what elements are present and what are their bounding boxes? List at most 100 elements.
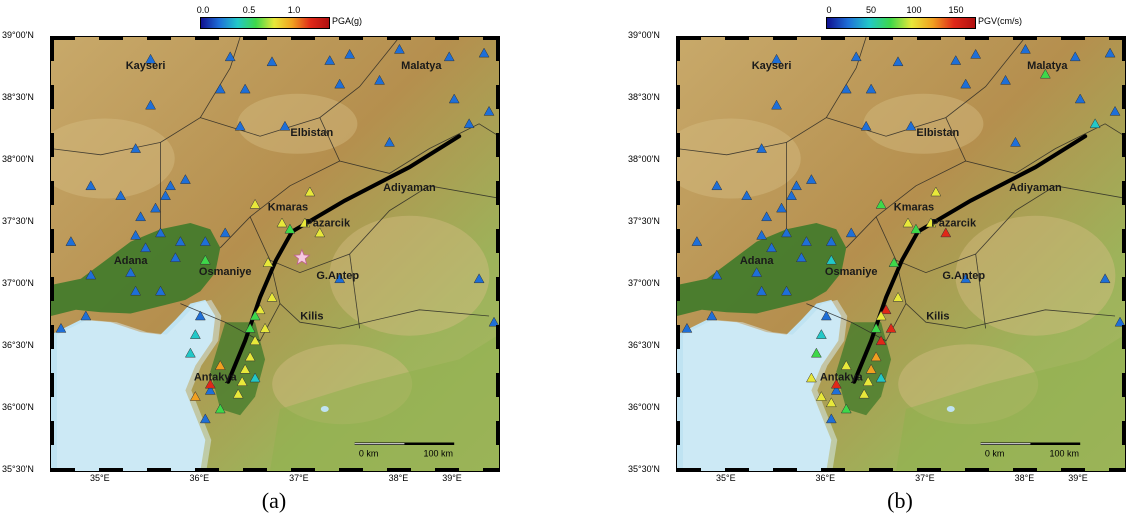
station-marker bbox=[845, 227, 857, 238]
lat-tick-label: 35°30'N bbox=[2, 464, 34, 474]
city-label: Elbistan bbox=[916, 127, 959, 139]
station-marker bbox=[85, 180, 97, 191]
station-marker bbox=[299, 217, 311, 228]
frame-tick bbox=[1122, 373, 1125, 397]
city-label: Adiyaman bbox=[1009, 182, 1062, 194]
scale-bar-label: 100 km bbox=[423, 449, 453, 459]
frame-tick bbox=[869, 468, 893, 471]
station-marker bbox=[796, 252, 807, 262]
lowland-area bbox=[270, 334, 499, 471]
frame-tick bbox=[677, 468, 701, 471]
station-marker bbox=[1099, 273, 1111, 284]
frame-tick bbox=[773, 468, 797, 471]
sea-shade bbox=[56, 299, 222, 471]
lat-tick-label: 39°00'N bbox=[2, 30, 34, 40]
frame-tick bbox=[243, 37, 267, 40]
station-marker bbox=[875, 310, 887, 321]
frame-tick bbox=[483, 37, 499, 40]
station-marker bbox=[756, 229, 768, 240]
colorbar-unit: PGV(cm/s) bbox=[978, 16, 1022, 26]
frame-tick bbox=[677, 325, 680, 349]
station-marker bbox=[130, 229, 142, 240]
station-marker bbox=[830, 384, 842, 395]
province-border bbox=[895, 260, 1116, 329]
lowland-area bbox=[896, 334, 1125, 471]
frame-tick bbox=[917, 37, 941, 40]
lat-tick-label: 35°30'N bbox=[628, 464, 660, 474]
station-marker bbox=[443, 51, 455, 62]
city-label: G.Antep bbox=[316, 270, 359, 282]
station-marker bbox=[304, 186, 316, 197]
station-marker bbox=[862, 376, 874, 386]
city-label: Antakya bbox=[820, 371, 864, 383]
station-marker bbox=[473, 273, 485, 284]
station-marker bbox=[1109, 105, 1121, 116]
colorbar-pga: 0.0 0.5 1.0 PGA(g) bbox=[196, 3, 460, 33]
lat-tick-label: 39°00'N bbox=[628, 30, 660, 40]
station-marker bbox=[170, 252, 181, 262]
colorbar-gradient bbox=[826, 17, 976, 29]
frame-tick bbox=[51, 85, 54, 109]
province-border bbox=[677, 37, 867, 156]
station-marker bbox=[711, 180, 723, 191]
station-marker bbox=[840, 403, 852, 414]
colorbar-gradient bbox=[200, 17, 330, 29]
frame-tick bbox=[195, 468, 219, 471]
city-label: Pazarcik bbox=[931, 218, 977, 230]
station-marker bbox=[184, 347, 196, 358]
frame-tick bbox=[677, 37, 701, 40]
station-marker bbox=[850, 51, 862, 62]
station-marker bbox=[145, 53, 156, 64]
station-marker bbox=[771, 99, 782, 110]
city-label: Osmaniye bbox=[199, 266, 252, 278]
station-marker bbox=[85, 269, 97, 280]
lon-tick-label: 35°E bbox=[715, 473, 736, 483]
lake bbox=[946, 406, 955, 412]
frame-tick bbox=[1109, 37, 1125, 40]
station-marker bbox=[930, 186, 942, 197]
frame-tick bbox=[51, 468, 75, 471]
frame-tick bbox=[1122, 85, 1125, 109]
lon-tick-label: 36°E bbox=[815, 473, 836, 483]
station-marker bbox=[815, 329, 827, 339]
province-border bbox=[349, 253, 361, 329]
frame-tick bbox=[677, 421, 680, 445]
station-marker bbox=[902, 217, 914, 228]
frame-tick bbox=[1122, 277, 1125, 301]
station-marker bbox=[1039, 68, 1051, 79]
station-marker bbox=[135, 211, 147, 222]
frame-tick bbox=[496, 373, 499, 397]
station-marker bbox=[875, 198, 887, 209]
city-label: Adana bbox=[740, 255, 775, 267]
station-marker bbox=[244, 351, 256, 362]
colorbar-tick: 0.0 bbox=[196, 5, 210, 15]
station-marker bbox=[165, 180, 176, 191]
lat-tick-label: 36°00'N bbox=[2, 402, 34, 412]
station-marker bbox=[825, 397, 837, 408]
city-label: Adana bbox=[114, 255, 148, 267]
city-label: Malatya bbox=[401, 60, 442, 72]
colorbar-tick: 150 bbox=[948, 5, 964, 15]
lowland-area bbox=[836, 322, 892, 416]
station-marker bbox=[174, 236, 186, 246]
frame-tick bbox=[677, 469, 680, 471]
frame-tick bbox=[965, 37, 989, 40]
panel-label-b: (b) bbox=[887, 488, 913, 513]
station-marker bbox=[875, 372, 887, 383]
frame-tick bbox=[291, 468, 315, 471]
station-marker bbox=[155, 285, 166, 296]
colorbar-tick: 0 bbox=[826, 5, 832, 15]
frame-tick bbox=[51, 37, 75, 40]
station-marker bbox=[820, 310, 832, 321]
lat-tick-label: 37°00'N bbox=[628, 278, 660, 288]
lat-tick-label: 38°30'N bbox=[628, 92, 660, 102]
station-marker bbox=[160, 190, 171, 200]
station-marker bbox=[960, 273, 972, 284]
lat-tick-label: 36°30'N bbox=[2, 340, 34, 350]
station-marker bbox=[830, 378, 842, 389]
station-marker bbox=[199, 413, 211, 424]
station-marker bbox=[766, 242, 778, 253]
lat-tick-label: 37°30'N bbox=[628, 216, 660, 226]
station-marker bbox=[155, 227, 166, 238]
